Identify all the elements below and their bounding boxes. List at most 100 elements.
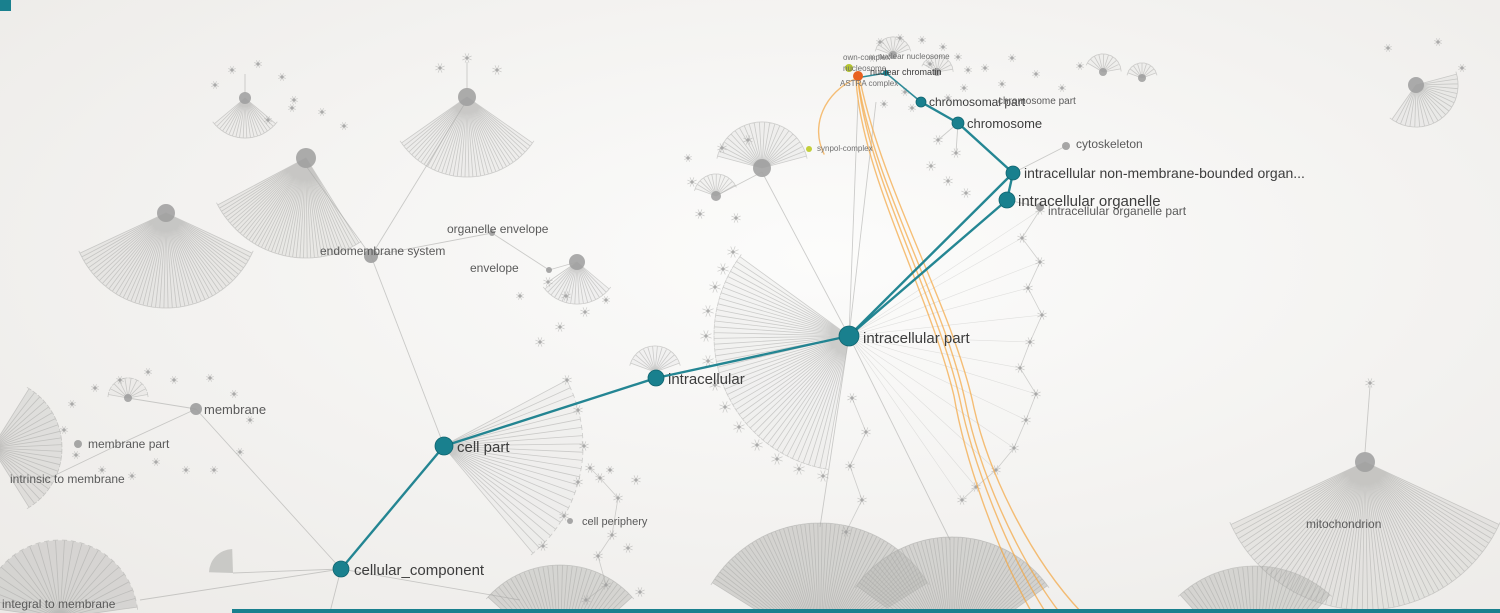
burst-node	[793, 463, 805, 475]
burst-node	[573, 477, 583, 487]
gray-node[interactable]	[74, 440, 82, 448]
burst-node-center	[954, 151, 958, 155]
node-nuclear-chromatin[interactable]	[853, 71, 863, 81]
node-synpol-complex[interactable]	[806, 146, 812, 152]
burst-node-center	[154, 460, 158, 464]
gray-node-label: organelle envelope	[447, 222, 549, 236]
node-chromosomal-part[interactable]	[915, 96, 927, 108]
cluster-hub-node[interactable]	[239, 92, 251, 104]
cluster-hub-node[interactable]	[753, 159, 771, 177]
node-intracellular-organelle[interactable]	[998, 191, 1016, 209]
burst-node-center	[746, 138, 750, 142]
cluster-hub-node[interactable]	[1408, 77, 1424, 93]
burst-node	[717, 263, 729, 275]
cluster-hub-node[interactable]	[933, 68, 941, 76]
burst-node	[719, 401, 731, 413]
burst-node-center	[565, 378, 569, 382]
burst-node	[581, 595, 591, 605]
cluster-fan	[78, 212, 254, 309]
cluster-fan	[1389, 71, 1459, 128]
burst-node-center	[610, 533, 614, 537]
burst-node-center	[232, 392, 236, 396]
burst-node-center	[928, 62, 932, 66]
burst-node-center	[583, 310, 587, 314]
corner-marker	[0, 0, 11, 11]
hub-spoke-edge	[848, 287, 1029, 337]
burst-node-center	[1010, 56, 1014, 60]
burst-node	[585, 463, 595, 473]
node-intracellular-non-membrane-bounded-organelle[interactable]	[1005, 165, 1021, 181]
cluster-hub-node[interactable]	[157, 204, 175, 222]
label-chromosomal-part: chromosomal part	[929, 95, 1026, 109]
cluster-wedge	[1391, 74, 1459, 128]
gray-node[interactable]	[1062, 142, 1070, 150]
burst-node-center	[604, 583, 608, 587]
burst-node-center	[864, 430, 868, 434]
hub-spoke-edge	[848, 335, 1015, 449]
gray-node[interactable]	[567, 518, 573, 524]
burst-node	[727, 246, 739, 258]
burst-node-center	[292, 98, 296, 102]
burst-node	[960, 84, 968, 92]
burst-node	[340, 122, 348, 130]
cluster-hub-node[interactable]	[1355, 452, 1375, 472]
graph-edge	[491, 232, 550, 271]
burst-node-center	[910, 106, 914, 110]
burst-node-center	[596, 554, 600, 558]
burst-node-center	[956, 55, 960, 59]
burst-node	[573, 405, 583, 415]
gray-node[interactable]	[546, 267, 552, 273]
cluster-wedge	[79, 213, 253, 308]
node-cell-part[interactable]	[434, 436, 454, 456]
burst-node	[861, 427, 871, 437]
burst-node-center	[1460, 66, 1464, 70]
graph-edge	[819, 335, 850, 528]
burst-node	[613, 493, 623, 503]
highlight-node[interactable]	[883, 70, 889, 76]
cluster-fan	[921, 55, 954, 73]
burst-node	[492, 65, 502, 75]
burst-node-center	[966, 68, 970, 72]
tiny-node-label: nuclear nucleosome	[878, 52, 950, 61]
tiny-node-label: synpol-complex	[817, 144, 873, 153]
node-cellular-component[interactable]	[332, 560, 350, 578]
hub-spoke-edge	[848, 314, 1043, 337]
cluster-hub-node[interactable]	[1138, 74, 1146, 82]
burst-node-center	[518, 294, 522, 298]
gray-node[interactable]	[190, 403, 202, 415]
burst-node	[68, 400, 76, 408]
burst-node-center	[1078, 64, 1082, 68]
cluster-hub-node[interactable]	[889, 51, 897, 59]
label-intracellular-part: intracellular part	[863, 330, 971, 347]
cluster-hub-node[interactable]	[458, 88, 476, 106]
burst-node	[847, 393, 857, 403]
gray-node[interactable]	[489, 230, 495, 236]
gray-node[interactable]	[1036, 203, 1044, 211]
node-chromosome[interactable]	[951, 116, 965, 130]
burst-node	[516, 292, 524, 300]
burst-node	[908, 104, 916, 112]
burst-node	[1031, 389, 1041, 399]
burst-node-center	[638, 590, 642, 594]
burst-node-center	[172, 378, 176, 382]
burst-node	[700, 330, 712, 342]
node-complex-green[interactable]	[845, 64, 853, 72]
cluster-hub-node[interactable]	[1099, 68, 1107, 76]
gray-node[interactable]	[364, 249, 378, 263]
hub-spoke-edge	[848, 335, 1031, 343]
burst-node-center	[850, 396, 854, 400]
node-intracellular-part[interactable]	[838, 325, 860, 347]
burst-node-center	[870, 56, 874, 60]
burst-node-center	[960, 498, 964, 502]
node-intracellular[interactable]	[647, 369, 665, 387]
burst-node	[562, 375, 572, 385]
burst-node	[593, 551, 603, 561]
burst-node	[1023, 283, 1033, 293]
graph-edge	[848, 335, 951, 541]
cluster-fan	[0, 386, 63, 510]
cluster-hub-node[interactable]	[296, 148, 316, 168]
burst-node	[845, 461, 855, 471]
burst-node-center	[1024, 418, 1028, 422]
